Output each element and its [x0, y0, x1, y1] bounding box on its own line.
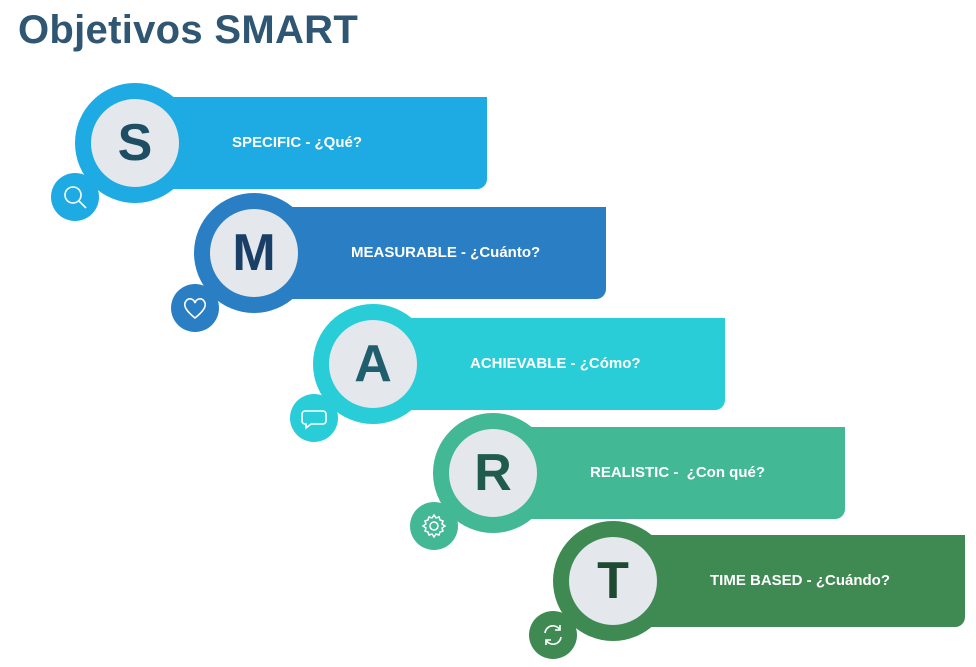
step-band: REALISTIC - ¿Con qué? [513, 427, 845, 519]
letter-ring: S [75, 83, 195, 203]
step-letter: M [210, 209, 298, 297]
step-band: MEASURABLE - ¿Cuánto? [274, 207, 606, 299]
step-letter: A [329, 320, 417, 408]
step-letter: T [569, 537, 657, 625]
search-icon [51, 173, 99, 221]
step-band: ACHIEVABLE - ¿Cómo? [393, 318, 725, 410]
step-label: MEASURABLE - ¿Cuánto? [351, 244, 541, 261]
step-letter: S [91, 99, 179, 187]
step-band: SPECIFIC - ¿Qué? [155, 97, 487, 189]
heart-icon [171, 284, 219, 332]
page-title: Objetivos SMART [18, 8, 359, 52]
step-letter: R [449, 429, 537, 517]
step-label: SPECIFIC - ¿Qué? [232, 134, 363, 151]
gear-icon [410, 502, 458, 550]
refresh-icon [529, 611, 577, 659]
speech-bubble-icon [290, 394, 338, 442]
letter-ring: R [433, 413, 553, 533]
step-band: TIME BASED - ¿Cuándo? [633, 535, 965, 627]
step-label: ACHIEVABLE - ¿Cómo? [470, 355, 641, 372]
step-label: REALISTIC - ¿Con qué? [590, 464, 765, 481]
step-label: TIME BASED - ¿Cuándo? [710, 572, 890, 589]
